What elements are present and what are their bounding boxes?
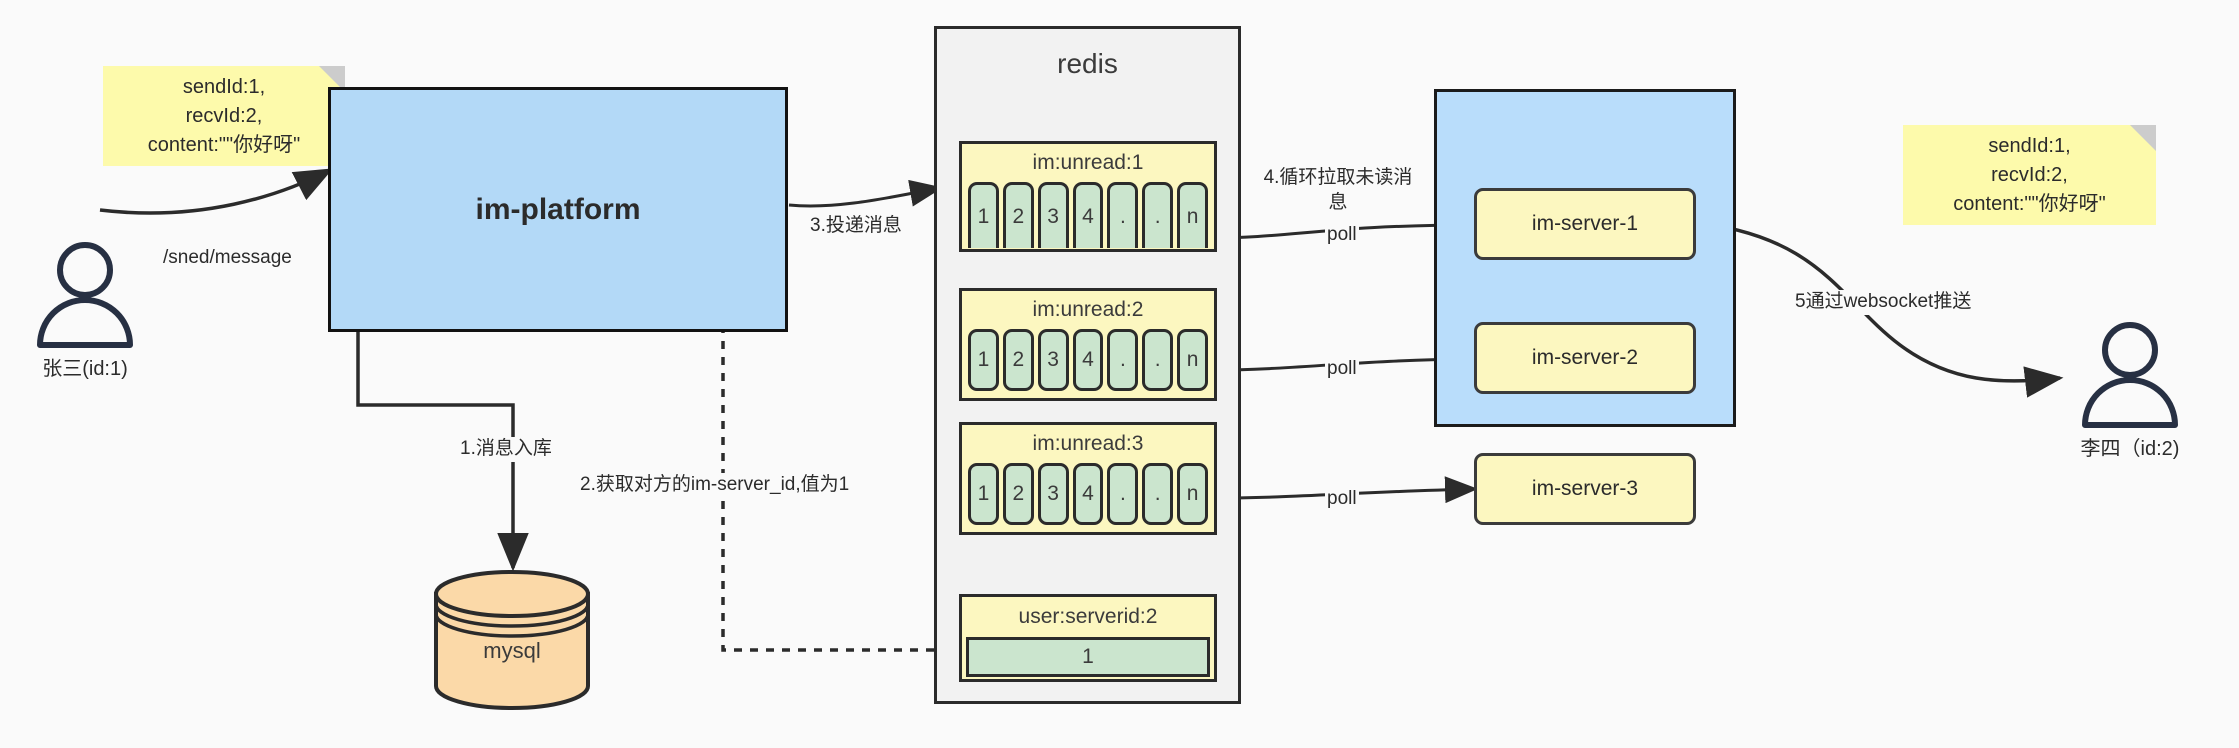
queue-cell: n: [1177, 182, 1209, 248]
message-note-right: sendId:1, recvId:2, content:""你好呀": [1903, 125, 2156, 225]
actor-receiver-label: 李四（id:2): [2080, 438, 2180, 460]
edge-label-send-message: /sned/message: [161, 246, 294, 271]
queue-cell: .: [1142, 182, 1174, 248]
queue-cell: 4: [1072, 463, 1104, 525]
queue-cell: 3: [1037, 182, 1069, 248]
im-server-3-label: im-server-3: [1531, 477, 1639, 500]
mysql-cylinder[interactable]: mysql: [432, 570, 592, 710]
queue-cell: n: [1177, 329, 1209, 391]
edge-label-poll-3: poll: [1325, 487, 1359, 512]
edge-label-step2: 2.获取对方的im-server_id,值为1: [578, 473, 852, 498]
message-note-left: sendId:1, recvId:2, content:""你好呀": [103, 66, 345, 166]
edge-label-step4: 4.循环拉取未读消 息: [1261, 166, 1415, 216]
queue-cell: .: [1107, 182, 1139, 248]
queue-cell: 3: [1037, 463, 1069, 525]
kv-key: user:serverid:2: [1018, 605, 1158, 628]
redis-kv-user-serverid: user:serverid:2 1: [959, 594, 1217, 682]
edge-label-step3: 3.投递消息: [808, 214, 904, 239]
queue-cell: 1: [968, 329, 999, 391]
redis-title: redis: [1057, 48, 1118, 79]
redis-queue-im-unread-3: im:unread:3 1 2 3 4 . . n: [959, 422, 1217, 535]
im-platform-label: im-platform: [475, 192, 641, 226]
queue-cell: n: [1177, 463, 1209, 525]
edge-label-poll-2: poll: [1325, 357, 1359, 382]
queue-key: im:unread:1: [1032, 151, 1144, 174]
queue-cell: 1: [968, 182, 999, 248]
kv-value: 1: [966, 637, 1210, 677]
im-server-2-box[interactable]: im-server-2: [1474, 322, 1696, 394]
queue-cell: 2: [1002, 463, 1034, 525]
edge-label-step5: 5通过websocket推送: [1793, 290, 1974, 315]
queue-key: im:unread:3: [1032, 432, 1144, 455]
actor-receiver: 李四（id:2): [2075, 320, 2185, 460]
queue-cells: 1 2 3 4 . . n: [962, 463, 1214, 531]
queue-cell: 1: [968, 463, 999, 525]
database-icon: [434, 570, 590, 710]
im-server-1-label: im-server-1: [1531, 212, 1639, 235]
im-server-1-box[interactable]: im-server-1: [1474, 188, 1696, 260]
actor-sender: 张三(id:1): [30, 240, 140, 380]
note-text: sendId:1, recvId:2, content:""你好呀": [1953, 134, 2106, 215]
queue-cell: 3: [1037, 329, 1069, 391]
queue-cells: 1 2 3 4 . . n: [962, 182, 1214, 254]
note-fold-icon: [2130, 125, 2156, 151]
im-server-3-box[interactable]: im-server-3: [1474, 453, 1696, 525]
im-platform-box[interactable]: im-platform: [328, 87, 788, 332]
queue-cell: 4: [1072, 329, 1104, 391]
queue-cells: 1 2 3 4 . . n: [962, 329, 1214, 397]
queue-cell: .: [1107, 329, 1139, 391]
mysql-label: mysql: [483, 638, 541, 664]
queue-cell: 2: [1002, 182, 1034, 248]
redis-queue-im-unread-1: im:unread:1 1 2 3 4 . . n: [959, 141, 1217, 252]
queue-cell: .: [1107, 463, 1139, 525]
queue-cell: 2: [1002, 329, 1034, 391]
queue-key: im:unread:2: [1032, 298, 1144, 321]
note-text: sendId:1, recvId:2, content:""你好呀": [147, 75, 301, 156]
im-server-2-label: im-server-2: [1531, 346, 1639, 369]
queue-cell: .: [1142, 463, 1174, 525]
queue-cell: .: [1142, 329, 1174, 391]
actor-sender-label: 张三(id:1): [42, 358, 128, 380]
edge-label-step1: 1.消息入库: [458, 437, 554, 462]
edge-label-poll-1: poll: [1325, 223, 1359, 248]
redis-queue-im-unread-2: im:unread:2 1 2 3 4 . . n: [959, 288, 1217, 401]
queue-cell: 4: [1072, 182, 1104, 248]
user-icon: [37, 242, 133, 348]
user-icon: [2082, 322, 2178, 428]
